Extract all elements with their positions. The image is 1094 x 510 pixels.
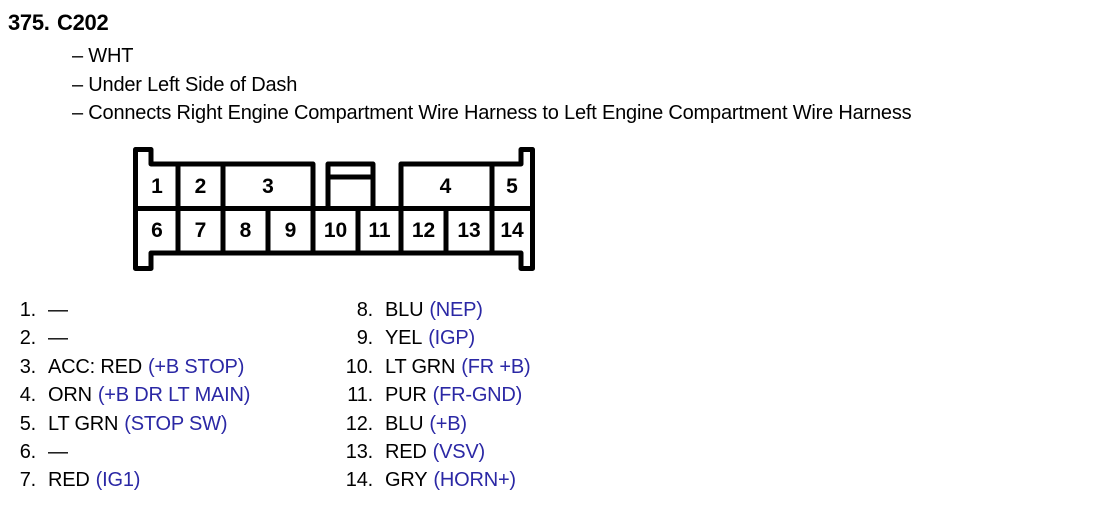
pin-cell-number: 14 [500, 219, 524, 242]
pin-signal-name: (NEP) [429, 299, 483, 321]
pin-wire-color: LT GRN [48, 412, 119, 435]
pin-wire-color: GRY [385, 469, 428, 492]
pin-number: 6. [19, 440, 36, 463]
pin-number: 1. [19, 299, 36, 321]
detail-line-color: – WHT [72, 45, 134, 67]
pin-number: 3. [19, 355, 36, 378]
pin-cell-number: 5 [506, 175, 518, 198]
pin-number: 5. [19, 412, 36, 435]
pin-wire-color: BLU [385, 412, 424, 435]
pin-row: 10. LT GRN (FR +B) [337, 353, 531, 381]
pin-row: 9. YEL (IGP) [337, 324, 530, 352]
pin-row: 12. BLU (+B) [337, 410, 530, 438]
pin-signal-name: (IG1) [95, 469, 141, 492]
pin-cell-number: 12 [412, 219, 435, 242]
pin-row: 4. ORN (+B DR LT MAIN) [0, 381, 251, 409]
pin-number: 7. [19, 469, 36, 492]
pin-wire-color: ACC: RED [48, 355, 142, 378]
pin-wire-color: — [48, 440, 68, 463]
pin-row: 1. — [0, 296, 250, 324]
connector-diagram: 1 2 3 4 5 6 7 8 9 10 11 12 13 14 [133, 147, 538, 271]
pin-cell-number: 13 [457, 219, 480, 242]
pin-number: 10. [345, 355, 373, 378]
pin-cell-number: 11 [368, 219, 391, 242]
pin-signal-name: (+B) [429, 412, 467, 435]
pin-row: 6. — [0, 438, 250, 466]
pin-cell-number: 10 [324, 219, 347, 242]
pin-wire-color: BLU [385, 299, 424, 321]
pin-signal-name: (STOP SW) [124, 412, 228, 435]
pin-number: 9. [356, 327, 373, 350]
item-number: 375. [8, 10, 50, 35]
pin-cell-number: 4 [440, 175, 452, 198]
pin-signal-name: (FR +B) [461, 355, 531, 378]
pin-wire-color: LT GRN [385, 355, 456, 378]
pin-wire-color: — [48, 299, 68, 321]
page-title: 375. C202 [8, 10, 109, 36]
pin-wire-color: YEL [385, 327, 423, 350]
pin-number: 12. [345, 412, 373, 435]
pin-cell-number: 9 [285, 219, 297, 242]
pin-number: 2. [19, 327, 36, 350]
pin-row: 7. RED (IG1) [0, 466, 250, 494]
pin-signal-name: (HORN+) [433, 469, 516, 492]
pin-row: 8. BLU (NEP) [337, 296, 530, 324]
pin-cell-number: 1 [151, 175, 163, 198]
pin-cell-number: 8 [240, 219, 252, 242]
pin-number: 13. [345, 440, 373, 463]
pin-row: 5. LT GRN (STOP SW) [0, 410, 250, 438]
connector-details: – WHT – Under Left Side of Dash – Connec… [72, 42, 912, 128]
pin-wire-color: RED [385, 440, 427, 463]
pin-signal-name: (+B STOP) [147, 355, 245, 378]
pin-list-right: 8. BLU (NEP) 9. YEL (IGP) 10. LT GRN (FR… [337, 296, 531, 495]
pin-row: 13. RED (VSV) [337, 438, 530, 466]
pin-wire-color: PUR [385, 384, 427, 407]
pin-wire-color: RED [48, 469, 90, 492]
pin-wire-color: ORN [48, 384, 92, 407]
pin-signal-name: (IGP) [428, 327, 475, 350]
pin-list-left: 1. — 2. — 3. ACC: RED (+B STOP) 4. ORN (… [0, 296, 251, 495]
pin-row: 3. ACC: RED (+B STOP) [0, 353, 250, 381]
pin-signal-name: (VSV) [432, 440, 486, 463]
pin-cell-number: 3 [262, 175, 274, 198]
pin-cell-number: 7 [195, 219, 207, 242]
pin-number: 14. [345, 469, 373, 492]
pin-cell-number: 2 [195, 175, 207, 198]
pin-signal-name: (+B DR LT MAIN) [97, 384, 251, 407]
pin-number: 11. [347, 384, 373, 407]
detail-line-location: – Under Left Side of Dash [72, 73, 298, 96]
detail-line-function: – Connects Right Engine Compartment Wire… [72, 102, 912, 124]
pin-number: 8. [356, 299, 373, 321]
pin-number: 4. [19, 384, 36, 407]
pin-row: 14. GRY (HORN+) [337, 466, 530, 494]
pin-row: 2. — [0, 324, 250, 352]
connector-id: C202 [57, 10, 109, 35]
pin-row: 11. PUR (FR-GND) [337, 381, 530, 409]
pin-wire-color: — [48, 327, 68, 350]
pin-cell-number: 6 [151, 219, 163, 242]
pin-signal-name: (FR-GND) [432, 384, 523, 407]
